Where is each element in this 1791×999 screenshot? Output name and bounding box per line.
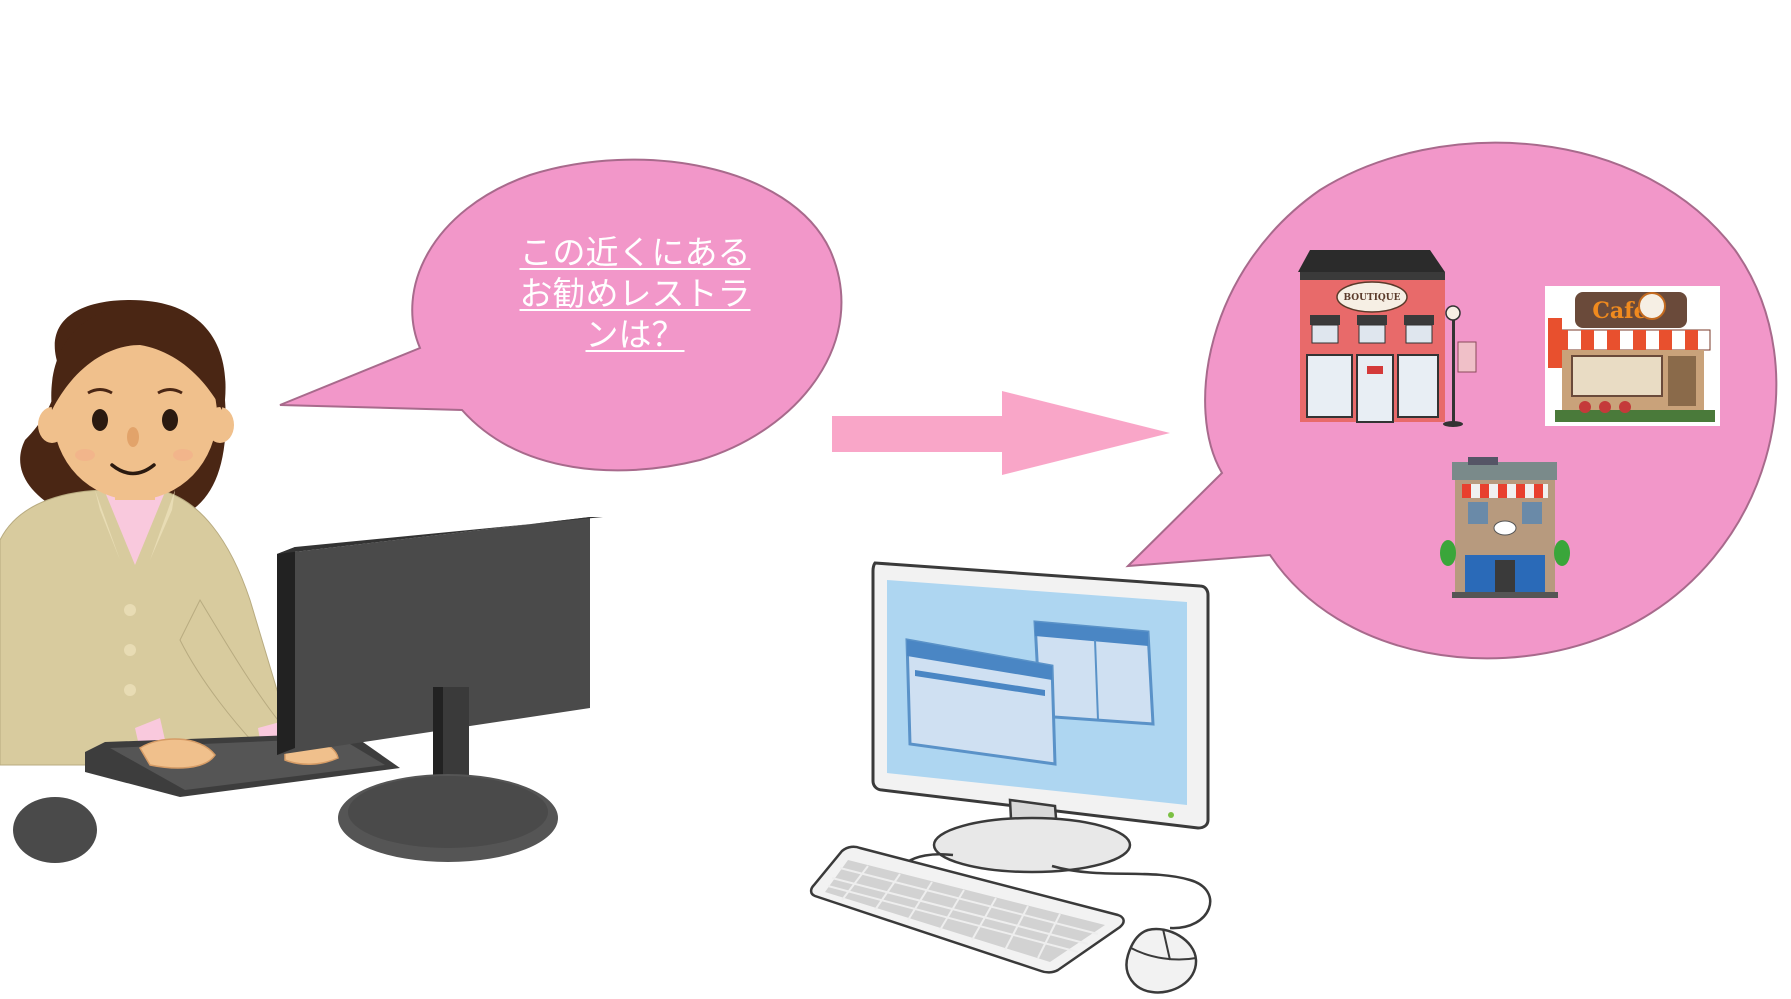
right-monitor-base [932, 816, 1132, 874]
right-arrow [832, 391, 1170, 475]
shop-boutique: BOUTIQUE [1298, 250, 1477, 427]
speech-line-1: この近くにある [519, 233, 751, 272]
screen-window-front [905, 638, 1057, 766]
woman-bangs [51, 305, 223, 410]
woman-hand-left [138, 738, 216, 769]
screen-window-back [1033, 620, 1155, 726]
woman-at-computer [0, 300, 291, 766]
right-computer [809, 561, 1212, 994]
speech-line-2: お勧めレストラ [519, 274, 751, 313]
cafe-sign: Cafe [1592, 298, 1647, 324]
speech-bubble [279, 158, 843, 472]
left-monitor [277, 517, 603, 862]
speech-bubble-text: この近くにある お勧めレストラ ンは？ [490, 232, 780, 355]
right-keyboard [809, 845, 1125, 974]
right-mouse [1125, 927, 1198, 994]
left-mouse [13, 797, 97, 863]
shop-cafe: Cafe [1545, 286, 1720, 426]
woman-eye-right [162, 409, 178, 431]
woman-mouth [110, 463, 156, 476]
woman-collar [105, 492, 165, 565]
shop-coffee [1440, 457, 1570, 598]
woman-eye-left [92, 409, 108, 431]
speech-line-3: ンは？ [585, 315, 685, 354]
boutique-sign: BOUTIQUE [1344, 293, 1401, 303]
